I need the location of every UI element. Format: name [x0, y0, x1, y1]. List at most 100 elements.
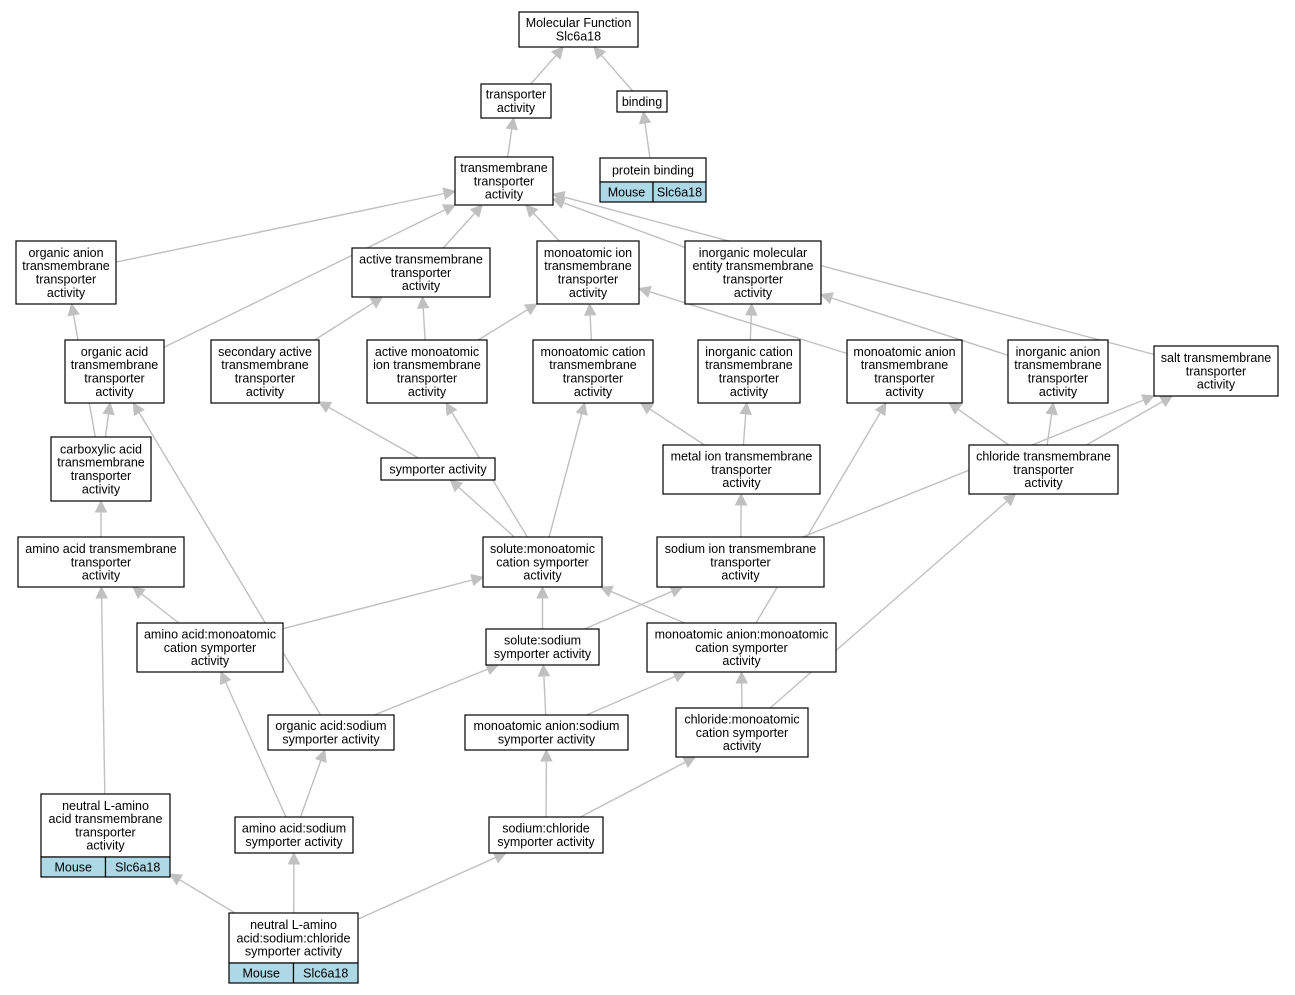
edge-amino-acid-tm-to-carboxylic-acid-tm: [94, 499, 108, 537]
term-node-secondary-active-tm[interactable]: secondary activetransmembranetransporter…: [210, 339, 320, 404]
term-node-inorganic-anion-tm[interactable]: inorganic aniontransmembranetransportera…: [1007, 339, 1109, 404]
edge-active-monoatomic-ion-tm-to-monoatomic-ion-tm: [477, 303, 538, 341]
term-label-line: activity: [191, 654, 230, 668]
edge-line: [1086, 400, 1164, 446]
term-node-neutral-l-amino-acid-sodium-chloride-sym[interactable]: neutral L-aminoacid:sodium:chloridesympo…: [228, 912, 359, 984]
edge-monoatomic-ion-tm-to-tm-transporter: [525, 204, 560, 242]
term-label-line: monoatomic anion:monoatomic: [655, 628, 829, 642]
term-node-monoatomic-ion-tm[interactable]: monoatomic iontransmembranetransporterac…: [536, 240, 640, 305]
edge-arrowhead: [416, 295, 430, 309]
term-box: [454, 156, 554, 206]
term-node-chloride-tm[interactable]: chloride transmembranetransporteractivit…: [968, 444, 1119, 495]
term-node-symporter[interactable]: symporter activity: [380, 457, 496, 481]
edge-neutral-l-amino-acid-sodium-chloride-sym-to-neutral-l-amino-acid-tm: [169, 873, 236, 914]
term-label-line: symporter activity: [498, 732, 596, 746]
edge-inorganic-molecular-tm-to-tm-transporter: [551, 197, 686, 249]
term-label-line: salt transmembrane: [1161, 351, 1272, 365]
edge-arrowhead: [169, 873, 184, 886]
term-label-line: transporter: [391, 266, 451, 280]
term-label-line: cation symporter: [164, 641, 256, 655]
edge-chloride-tm-to-monoatomic-anion-tm: [948, 402, 1010, 446]
term-label-line: activity: [408, 385, 447, 399]
term-label-line: chloride:monoatomic: [684, 713, 799, 727]
term-label-line: activity: [86, 839, 125, 853]
edge-arrowhead: [287, 851, 301, 865]
term-node-monoatomic-anion-tm[interactable]: monoatomic aniontransmembranetransporter…: [846, 339, 963, 404]
edge-line: [831, 297, 1009, 356]
term-label-line: transporter: [558, 273, 618, 287]
edge-line: [584, 590, 673, 630]
term-box: [136, 622, 284, 673]
edge-solute-monoatomic-cation-sym-to-monoatomic-cation-tm: [548, 401, 588, 538]
term-node-monoatomic-cation-tm[interactable]: monoatomic cationtransmembranetransporte…: [532, 339, 654, 404]
term-label-line: symporter activity: [245, 945, 343, 959]
term-box: [15, 240, 117, 305]
term-node-sodium-ion-tm[interactable]: sodium ion transmembranetransporteractiv…: [656, 536, 825, 588]
term-label-line: symporter activity: [245, 835, 343, 849]
term-box: [485, 628, 600, 666]
term-label-line: activity: [721, 569, 760, 583]
edge-arrowhead: [536, 585, 549, 599]
edge-line: [163, 209, 446, 348]
term-node-organic-acid-tm[interactable]: organic acidtransmembranetransporteracti…: [64, 339, 165, 404]
term-label-line: monoatomic cation: [541, 345, 646, 359]
edge-arrowhead: [551, 190, 566, 204]
edge-organic-acid-sodium-sym-to-solute-sodium-sym: [374, 663, 500, 716]
edge-monoatomic-anion-monoatomic-cation-sym-to-monoatomic-anion-tm: [755, 402, 887, 624]
edge-arrowhead: [599, 585, 614, 598]
edge-line: [138, 412, 322, 716]
term-label-line: carboxylic acid: [60, 442, 142, 456]
annotation-gene-label: Slc6a18: [657, 185, 702, 199]
edge-arrowhead: [314, 748, 327, 763]
term-label-line: transporter: [723, 273, 783, 287]
edge-active-monoatomic-ion-tm-to-active-tm: [416, 295, 430, 341]
term-label-line: activity: [1039, 385, 1078, 399]
term-node-metal-ion-tm[interactable]: metal ion transmembranetransporteractivi…: [662, 444, 821, 495]
term-box: [380, 457, 496, 481]
edge-solute-sodium-sym-to-solute-monoatomic-cation-sym: [536, 585, 549, 629]
term-node-inorganic-cation-tm[interactable]: inorganic cationtransmembranetransporter…: [697, 339, 801, 404]
term-node-binding[interactable]: binding: [616, 90, 668, 113]
edge-arrowhead: [1045, 401, 1058, 416]
term-box: [464, 714, 629, 751]
edge-metal-ion-tm-to-monoatomic-cation-tm: [639, 402, 705, 446]
term-label-line: activity: [734, 286, 773, 300]
term-label-line: ion transmembrane: [373, 358, 481, 372]
term-label-line: activity: [722, 654, 761, 668]
term-label-line: organic anion: [28, 246, 103, 260]
term-node-organic-anion-tm[interactable]: organic aniontransmembranetransporteract…: [15, 240, 117, 305]
term-label-line: entity transmembrane: [693, 259, 814, 273]
term-label-line: amino acid:sodium: [242, 822, 346, 836]
edge-arrowhead: [739, 401, 752, 415]
term-node-carboxylic-acid-tm[interactable]: carboxylic acidtransmembranetransportera…: [50, 436, 152, 502]
edge-arrowhead: [449, 479, 464, 493]
edge-organic-anion-tm-to-tm-transporter: [115, 187, 457, 263]
edge-arrowhead: [219, 670, 232, 686]
term-label-line: monoatomic anion: [853, 345, 955, 359]
edge-sodium-ion-tm-to-metal-ion-tm: [734, 492, 748, 538]
term-label-line: transporter: [75, 825, 135, 839]
term-box: [846, 339, 963, 404]
edge-monoatomic-anion-monoatomic-cation-sym-to-solute-monoatomic-cation-sym: [599, 585, 685, 624]
annotation-species-label: Mouse: [242, 966, 280, 980]
term-label-line: protein binding: [612, 163, 694, 177]
term-node-amino-acid-tm[interactable]: amino acid transmembranetransporteractiv…: [17, 536, 185, 588]
